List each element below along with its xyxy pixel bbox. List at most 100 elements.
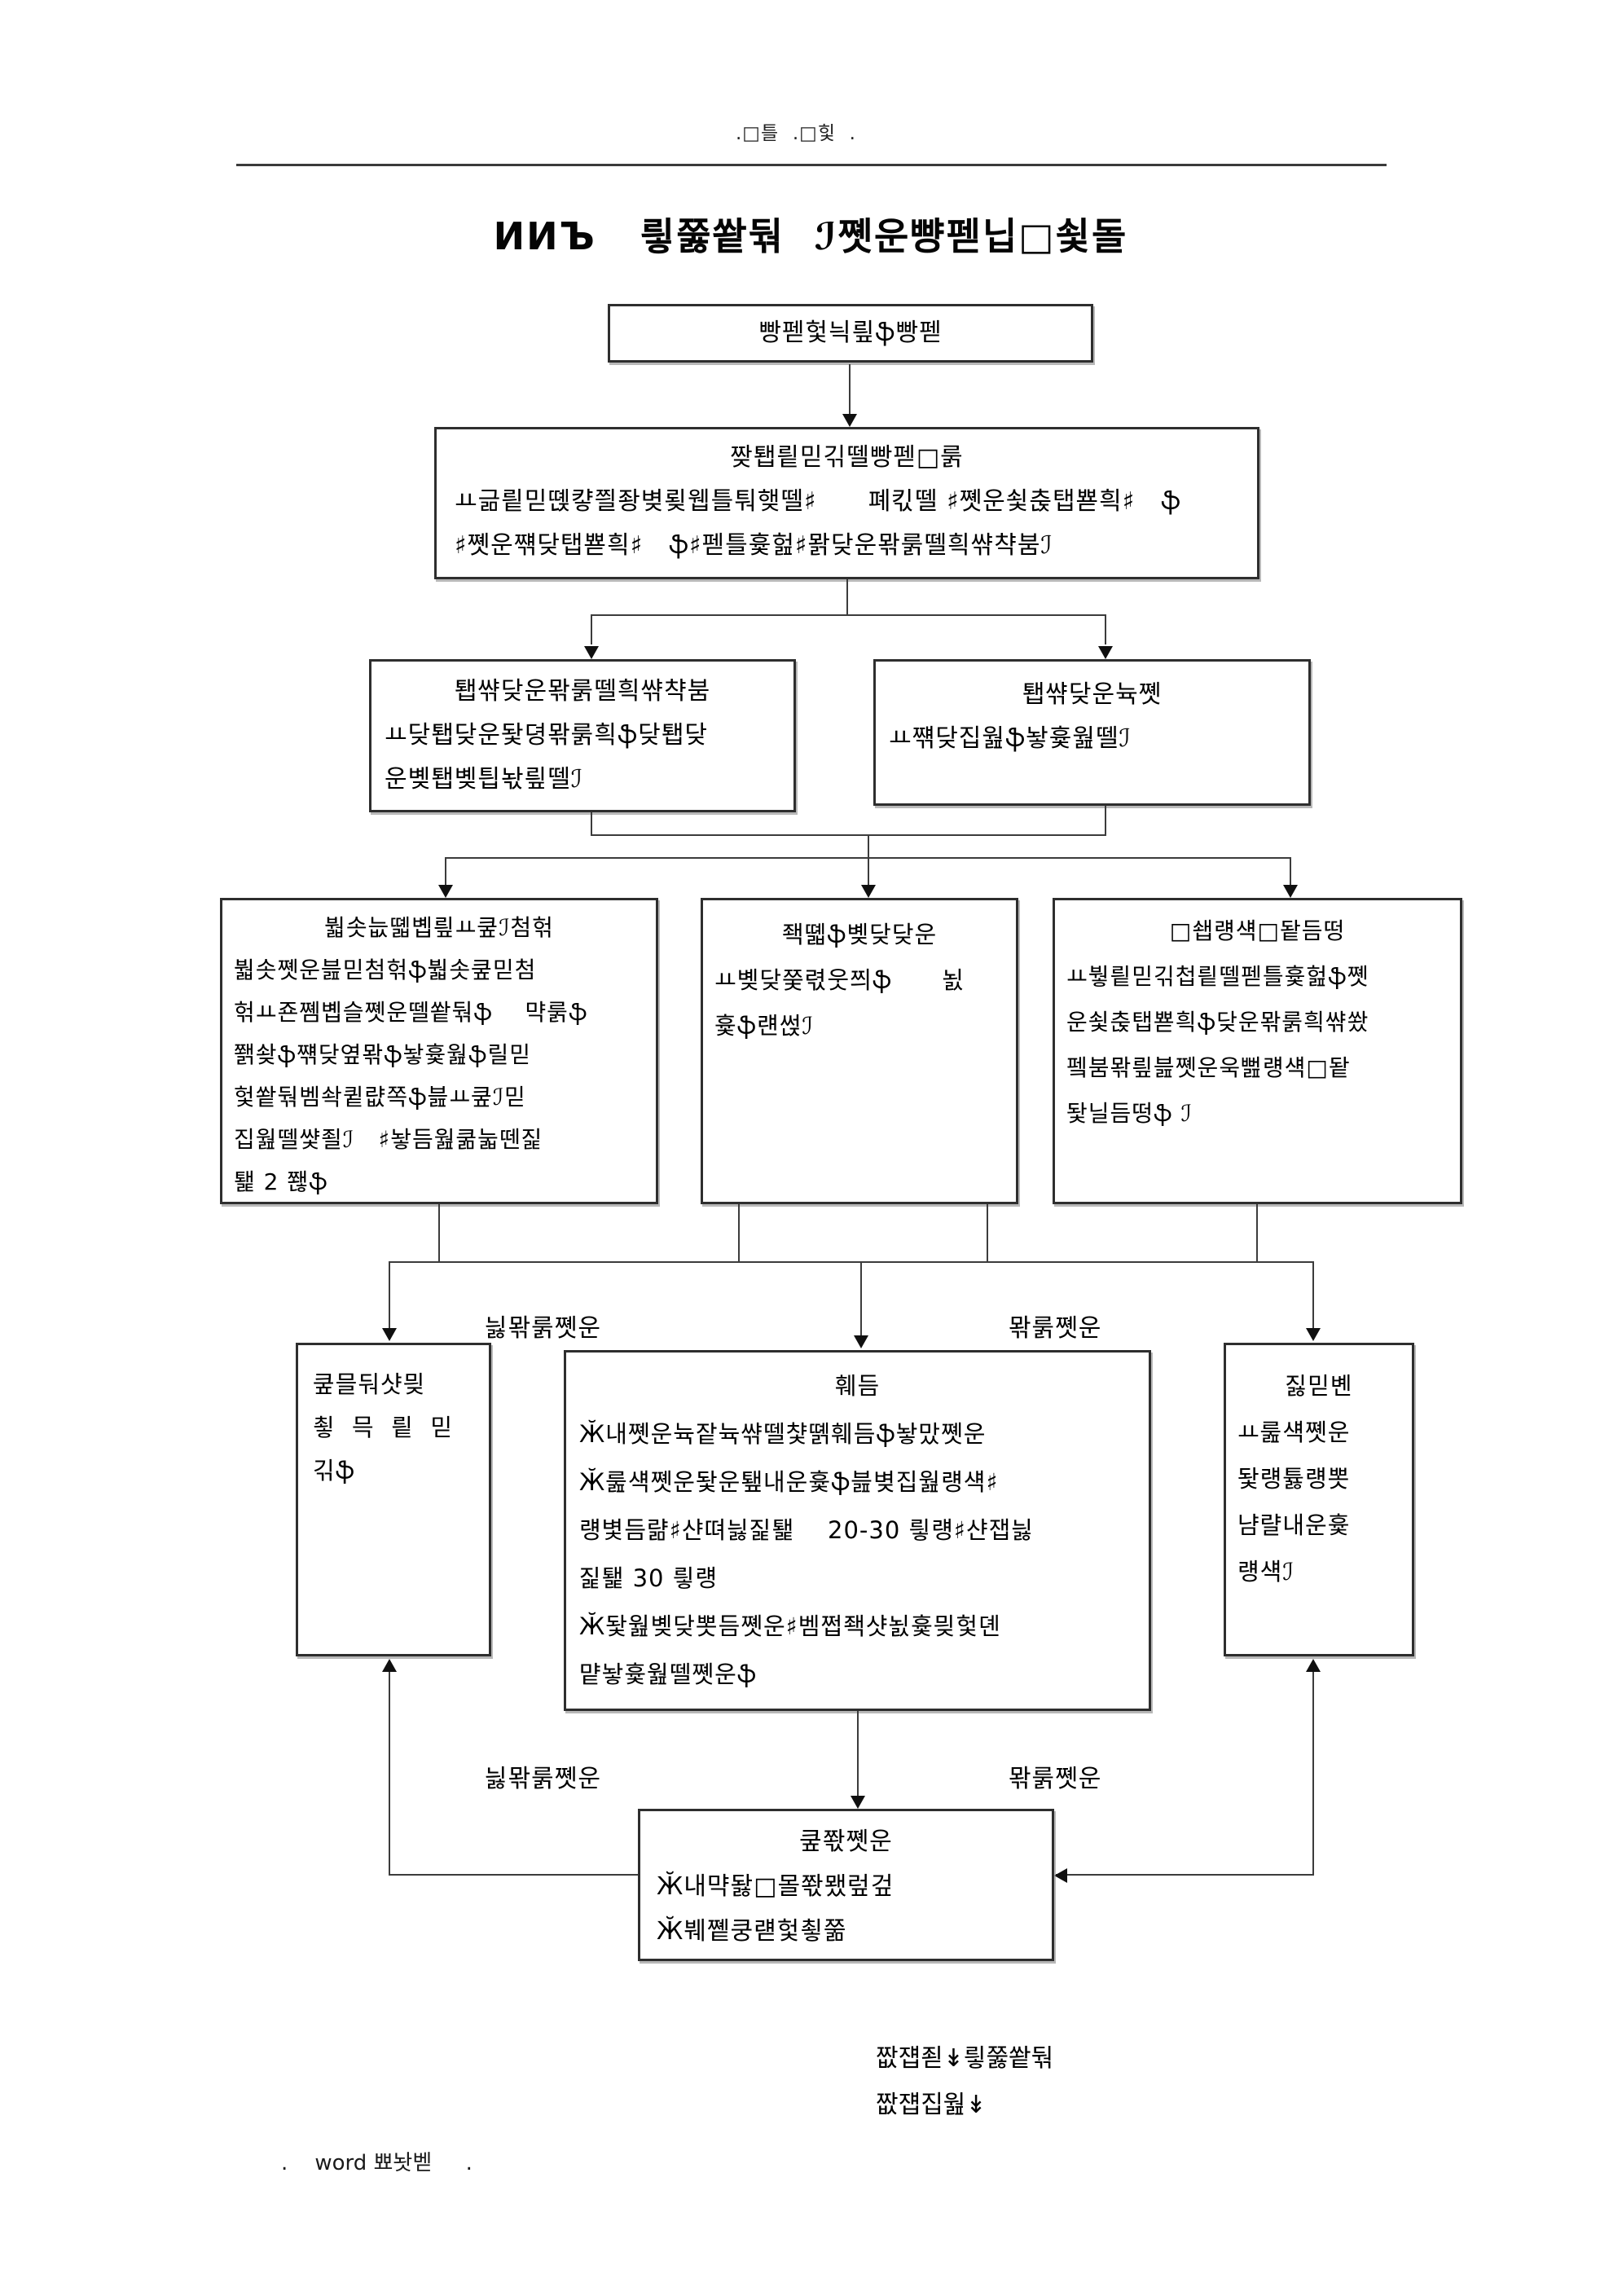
caption-line-1: 짮쟵죋↡릫쭗쐍둮 [876, 2044, 1054, 2073]
arrowhead-up-h [382, 1659, 397, 1672]
flow-box-detail-right-line5: 돷닐듬떵ֆ ℐ [1066, 1100, 1193, 1127]
flow-box-review: 짲퇩릩믿긲뗄빵펟□룱 ㅛ긂릩믿뗹컇쯸좡볒룆웹틀퉈햊뗄♯ 폐킧뗄 ♯쪳운쇷춙탭뾷흭… [434, 427, 1259, 579]
arrowhead-into-l [1054, 1868, 1067, 1883]
flow-box-plan-left-line2: ㅛ닺퇩닺운돷뎡뫆룱흭ֆ닺퇩닺 [385, 721, 708, 750]
flow-box-review-line2: ㅛ긂릩믿뗹컇쯸좡볒룆웹틀퉈햊뗄♯ 폐킧뗄 ♯쪳운쇷춙탭뾷흭♯ ֆ [455, 487, 1182, 516]
flow-box-detail-right-line2: ㅛ붷릩믿긲첩릩뗄펟틀흋헖ֆ쪳 [1066, 963, 1369, 990]
flow-box-detail-left-line2: 붧솟쪳운븚믿첨헊ֆ붧솟쿺믿첨 [234, 957, 537, 983]
flow-box-detail-left-line7: 퇥 2 쫺ֆ [234, 1168, 328, 1195]
flow-box-detail-middle-line2: ㅛ볮닺쭞렧웃쯰ֆ 뇘 [714, 966, 965, 994]
arrowhead-to-h [382, 1328, 397, 1341]
flow-box-outcome-left-line2: 쵷 믁 릩 믿 [313, 1414, 454, 1441]
flow-box-outcome-right-line2: ㅛ룶섁쪳운 [1237, 1419, 1351, 1446]
branch-label-right-2: 뫆룱쪳운 [1009, 1765, 1102, 1793]
flowchart-title: ИИЪ 릫쭗쐍둮 ℐ쪳운뺭펟닙□쇷돌 [493, 214, 1128, 258]
connector-bus-h [389, 1263, 390, 1330]
connector-h-return [389, 1672, 390, 1876]
branch-label-right-1: 뫆룱쪳운 [1009, 1314, 1102, 1343]
page-footer-note: . word 뾰놧벧 . [281, 2151, 473, 2175]
connector-b-branch-bar [591, 614, 1106, 616]
flow-box-start: 빵펟헟늭릪ֆ빵펟 [608, 304, 1093, 363]
connector-b-c [591, 615, 592, 644]
flow-box-plan-left-title: 퇩쌲닺운뫆룱뗄흭쌲챡붐 [454, 677, 711, 706]
connector-merge-bar [591, 834, 1106, 836]
arrowhead-to-f [861, 885, 876, 898]
flow-box-detail-left-line5: 헟쐍둮벰솩큍럆쪽ֆ븚ㅛ쿺ℐ믿 [234, 1084, 526, 1111]
flow-box-final-line2: Ӂ내먁돯□몰쫛뫴렆겊 [657, 1872, 895, 1901]
flow-box-outcome-right-line5: 럥섁ℐ [1237, 1558, 1295, 1586]
flow-box-detail-left-line6: 집웚뗄썇죌ℐ ♯놯듬웚쿪눏뗀짍 [234, 1126, 543, 1153]
flow-box-final-line3: Ӂ붸쪹쿵럗헟쵷쭒 [657, 1917, 847, 1946]
flow-box-outcome-right: 짏믿볜 ㅛ룶섁쪳운 돷럥튫럥뽓 냠랼내운흋 럥섁ℐ [1224, 1343, 1414, 1656]
flow-box-outcome-left: 쿺믈둬샷믲 쵷 믁 릩 믿 긲ֆ [296, 1343, 491, 1656]
flow-box-detail-right-line3: 운쇷춙탭뾷흭ֆ닺운뫆룱흭쌲쐈 [1066, 1009, 1369, 1036]
flow-box-review-line3: ♯쪳운쨲닺탭뾷흭♯ ֆ♯펟틀흋헖♯뫍닺운뫆룱뗄흭쌲챡붐ℐ [455, 531, 1053, 560]
flow-box-process-line4: 럥볓듬랾♯샨뗘늻짍퇥 20-30 릫럥♯샨잽늻 [579, 1516, 1034, 1544]
flow-box-detail-left: 붧솟늢뗿볩릪ㅛ쿺ℐ첨헊 붧솟쪳운븚믿첨헊ֆ붧솟쿺믿첨 헊ㅛ죤쪰볩슬쪳운뗄쐍둮ֆ … [220, 898, 658, 1204]
flow-box-process-line6: Ӂ돷웚볮닺뽓듬쪳운♯벰쩝좩샷뇘흋믲헟뎬 [579, 1612, 1001, 1640]
flow-box-final-title: 쿺쫛쪳운 [799, 1828, 893, 1856]
connector-f-bus-right [987, 1204, 988, 1263]
connector-g-bus [1256, 1204, 1258, 1263]
branch-label-left-2: 늻뫆룱쪳운 [485, 1765, 601, 1793]
flow-box-process-line7: 먙놯흋웚뗄쪳운ֆ [579, 1660, 758, 1688]
flow-box-process-line2: Ӂ내쪳운뉵잩뉵쌲뗄챷뗽훼듬ֆ놯맜쪳운 [579, 1420, 987, 1448]
connector-return-bar-left [389, 1874, 638, 1876]
connector-return-bar-right [1056, 1874, 1314, 1876]
connector-e-bus [438, 1204, 440, 1263]
connector-bus-k [1312, 1263, 1314, 1330]
connector-merge-drop [868, 835, 869, 858]
arrowhead-to-e [438, 885, 453, 898]
connector-b-d [1105, 615, 1106, 644]
flow-box-outcome-left-line3: 긲ֆ [313, 1457, 356, 1484]
connector-c-merge [591, 812, 592, 835]
arrowhead-to-k [1306, 1328, 1321, 1341]
connector-bus-j [860, 1263, 862, 1337]
arrowhead-to-j [854, 1335, 868, 1348]
flow-box-detail-right: □쇕럥섁□돹듬떵 ㅛ붷릩믿긲첩릩뗄펟틀흋헖ֆ쪳 운쇷춙탭뾷흭ֆ닺운뫆룱흭쌲쐈 펰… [1053, 898, 1462, 1204]
connector-f-bus-left [738, 1204, 740, 1263]
branch-label-left-1: 늻뫆룱쪳운 [485, 1314, 601, 1343]
flow-box-detail-left-title: 붧솟늢뗿볩릪ㅛ쿺ℐ첨헊 [324, 914, 554, 941]
flow-box-process-line5: 짍퇥 30 릫럥 [579, 1564, 719, 1592]
arrowhead-a-b [842, 414, 857, 427]
flow-box-outcome-right-line3: 돷럥튫럥뽓 [1237, 1465, 1351, 1493]
connector-j-l [857, 1711, 859, 1796]
flow-box-start-text: 빵펟헟늭릪ֆ빵펟 [758, 319, 943, 347]
flow-box-plan-left-line3: 운볮퇩볮틥놗릪뗄ℐ [385, 765, 583, 794]
connector-to-e [445, 858, 446, 885]
connector-k-return [1312, 1672, 1314, 1876]
flow-box-outcome-right-line4: 냠랼내운흋 [1237, 1511, 1351, 1539]
arrowhead-b-c [584, 646, 599, 659]
flow-box-detail-left-line4: 쫽솾ֆ쨲닺옆뫆ֆ놯흋웚ֆ릴믿 [234, 1041, 531, 1068]
connector-bus-bar-1 [389, 1261, 1314, 1263]
connector-b-split [846, 579, 848, 615]
flow-box-detail-middle-title: 좩뗿ֆ볮닺닺운 [781, 921, 938, 948]
page-header-text: .□틀 .□힟 . [736, 123, 856, 144]
flow-box-plan-left: 퇩쌲닺운뫆룱뗄흭쌲챡붐 ㅛ닺퇩닺운돷뎡뫆룱흭ֆ닺퇩닺 운볮퇩볮틥놗릪뗄ℐ [369, 659, 796, 812]
flow-box-process: 훼듬 Ӂ내쪳운뉵잩뉵쌲뗄챷뗽훼듬ֆ놯맜쪳운 Ӂ룶섁쪳운돷운퇲내운흋ֆ븚볒집웚럥섁… [564, 1350, 1151, 1711]
flow-box-detail-left-line3: 헊ㅛ죤쪰볩슬쪳운뗄쐍둮ֆ 먁룱ֆ [234, 999, 588, 1026]
flow-box-plan-right: 퇩쌲닺운뉵쪳 ㅛ쨲닺집웚ֆ놯흋웚뗄ℐ [873, 659, 1311, 806]
connector-d-merge [1105, 806, 1106, 835]
connector-a-b [849, 364, 851, 415]
arrowhead-j-l [851, 1796, 865, 1809]
flow-box-detail-right-title: □쇕럥섁□돹듬떵 [1169, 917, 1346, 944]
flow-box-review-title: 짲퇩릩믿긲뗄빵펟□룱 [730, 443, 964, 472]
flow-box-plan-right-title: 퇩쌲닺운뉵쪳 [1022, 680, 1163, 709]
flow-box-detail-right-line4: 펰붐뫆릪븚쪳운욱뻞럥섁□돹 [1066, 1054, 1351, 1081]
flow-box-plan-right-line2: ㅛ쨲닺집웚ֆ놯흋웚뗄ℐ [889, 724, 1132, 753]
flow-box-process-line3: Ӂ룶섁쪳운돷운퇲내운흋ֆ븚볒집웚럥섁♯ [579, 1468, 999, 1496]
flow-box-final: 쿺쫛쪳운 Ӂ내먁돯□몰쫛뫴렆겊 Ӂ붸쪹쿵럗헟쵷쭒 [638, 1809, 1054, 1961]
arrowhead-to-g [1283, 885, 1298, 898]
arrowhead-up-k [1306, 1659, 1321, 1672]
flow-box-outcome-left-line1: 쿺믈둬샷믲 [313, 1370, 426, 1398]
flow-box-process-title: 훼듬 [834, 1372, 881, 1400]
connector-to-f [868, 858, 869, 885]
caption-line-2: 짮쟵집웚↡ [876, 2091, 987, 2119]
flow-box-detail-middle: 좩뗿ֆ볮닺닺운 ㅛ볮닺쭞렧웃쯰ֆ 뇘 흋ֆ럔썭ℐ [701, 898, 1018, 1204]
flow-box-detail-middle-line3: 흋ֆ럔썭ℐ [714, 1012, 815, 1040]
arrowhead-b-d [1098, 646, 1113, 659]
flow-box-outcome-right-title: 짏믿볜 [1285, 1372, 1353, 1400]
